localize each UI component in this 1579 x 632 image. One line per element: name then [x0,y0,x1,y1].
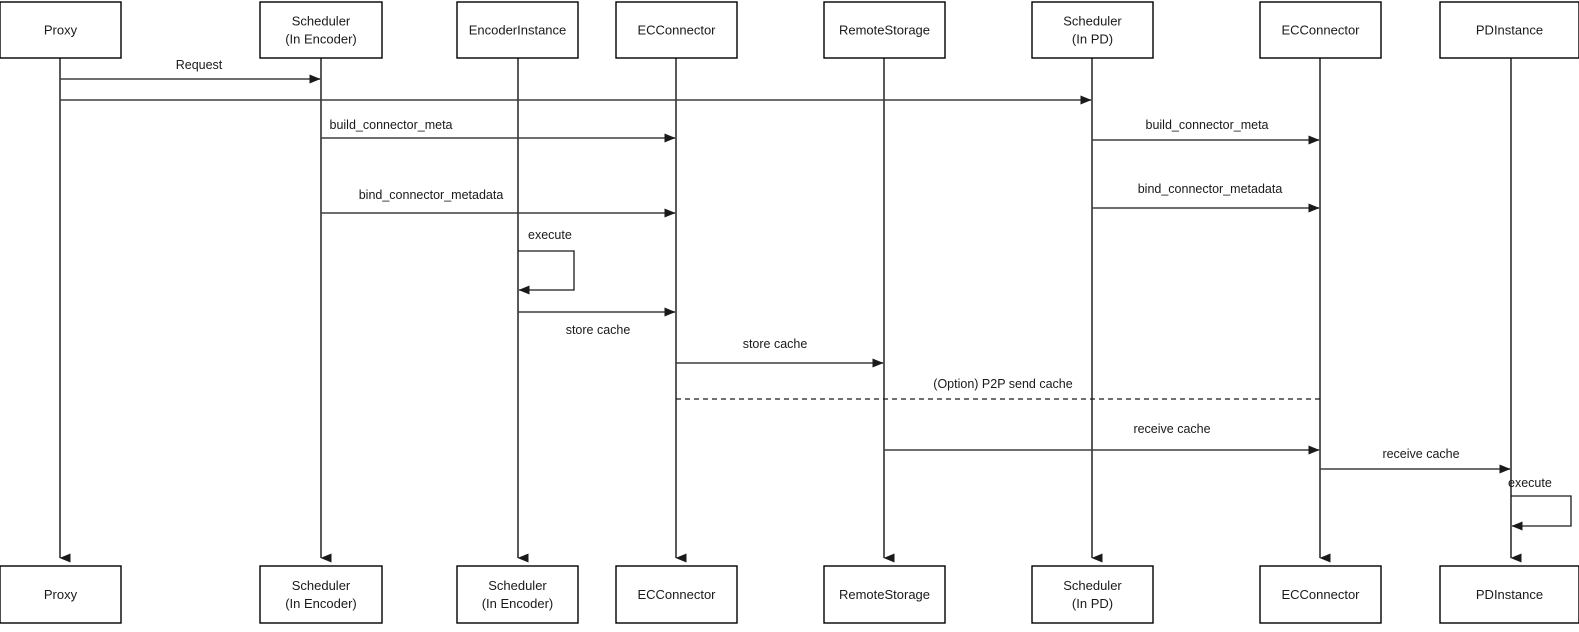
top-participant-label-remote-storage: RemoteStorage [839,22,930,37]
bottom-participant-box-remote-storage[interactable] [823,565,946,624]
bottom-participant-sublabel-scheduler-enc: (In Encoder) [285,596,357,611]
top-participant-label-scheduler-pd: Scheduler [1063,13,1122,28]
top-participant-label-encoder-inst: EncoderInstance [469,22,567,37]
bottom-participant-boxes-group: Proxy Scheduler (In Encoder) Scheduler (In E… [0,565,1579,624]
self-message-s2: execute [1508,476,1572,531]
top-participant-box-encoder-inst[interactable] [456,1,579,59]
message-m6: bind_connector_metadata [1092,182,1320,213]
message-m3: build_connector_meta [321,118,676,143]
message-m10: receive cache [884,422,1320,455]
message-label-m7: store cache [566,323,631,337]
message-label-m5: bind_connector_metadata [359,188,504,202]
bottom-participant-label-ec-connector-2: ECConnector [1281,587,1360,602]
message-label-m11: receive cache [1382,447,1459,461]
top-participant-boxes-group: Proxy Scheduler (In Encoder) EncoderInstanc… [0,1,1579,59]
bottom-participant-remote-storage[interactable]: RemoteStorage [823,565,946,624]
top-participant-encoder-inst[interactable]: EncoderInstance [456,1,579,59]
top-participant-pd-instance[interactable]: PDInstance [1439,1,1579,59]
message-label-m10: receive cache [1133,422,1210,436]
bottom-participant-ec-connector-1[interactable]: ECConnector [615,565,738,624]
message-label-m3: build_connector_meta [330,118,453,132]
top-participant-scheduler-pd[interactable]: Scheduler (In PD) [1031,1,1154,59]
bottom-participant-box-pd-instance[interactable] [1439,565,1579,624]
top-participant-box-scheduler-pd[interactable] [1031,1,1154,59]
message-m1: Request [60,58,321,84]
bottom-participant-label-pd-instance: PDInstance [1476,587,1543,602]
self-message-path-s1 [518,250,575,295]
top-participant-sublabel-scheduler-pd: (In PD) [1072,31,1113,46]
top-participant-ec-connector-2[interactable]: ECConnector [1259,1,1382,59]
lifelines-group [59,58,1522,563]
message-m8: store cache [676,337,884,368]
top-participant-box-pd-instance[interactable] [1439,1,1579,59]
top-participant-label-ec-connector-1: ECConnector [637,22,716,37]
top-participant-box-ec-connector-2[interactable] [1259,1,1382,59]
message-label-m9: (Option) P2P send cache [933,377,1072,391]
self-message-path-s2 [1511,495,1572,531]
self-messages-group: execute execute [518,228,1572,531]
bottom-participant-ec-connector-2[interactable]: ECConnector [1259,565,1382,624]
top-participant-remote-storage[interactable]: RemoteStorage [823,1,946,59]
bottom-participant-sublabel-encoder-inst: (In Encoder) [482,596,554,611]
bottom-participant-label-proxy: Proxy [44,587,78,602]
message-m4: build_connector_meta [1092,118,1320,145]
top-participant-ec-connector-1[interactable]: ECConnector [615,1,738,59]
top-participant-sublabel-scheduler-enc: (In Encoder) [285,31,357,46]
bottom-participant-box-scheduler-enc[interactable] [259,565,383,624]
bottom-participant-label-ec-connector-1: ECConnector [637,587,716,602]
bottom-participant-scheduler-enc[interactable]: Scheduler (In Encoder) [259,565,383,624]
bottom-participant-box-encoder-inst[interactable] [456,565,579,624]
message-m11: receive cache [1320,447,1511,474]
top-participant-label-proxy: Proxy [44,22,78,37]
bottom-participant-encoder-inst[interactable]: Scheduler (In Encoder) [456,565,579,624]
top-participant-label-scheduler-enc: Scheduler [292,13,351,28]
top-participant-box-remote-storage[interactable] [823,1,946,59]
message-label-m4: build_connector_meta [1146,118,1269,132]
bottom-participant-label-scheduler-enc: Scheduler [292,578,351,593]
bottom-participant-label-encoder-inst: Scheduler [488,578,547,593]
self-message-label-s2: execute [1508,476,1552,490]
message-label-m8: store cache [743,337,808,351]
bottom-participant-pd-instance[interactable]: PDInstance [1439,565,1579,624]
bottom-participant-sublabel-scheduler-pd: (In PD) [1072,596,1113,611]
message-m7: store cache [518,307,676,337]
bottom-participant-label-remote-storage: RemoteStorage [839,587,930,602]
bottom-participant-box-ec-connector-2[interactable] [1259,565,1382,624]
top-participant-box-scheduler-enc[interactable] [259,1,383,59]
top-participant-scheduler-enc[interactable]: Scheduler (In Encoder) [259,1,383,59]
bottom-participant-scheduler-pd[interactable]: Scheduler (In PD) [1031,565,1154,624]
message-m5: bind_connector_metadata [321,188,676,218]
message-label-m6: bind_connector_metadata [1138,182,1283,196]
self-message-s1: execute [518,228,575,295]
bottom-participant-proxy[interactable]: Proxy [0,565,122,624]
messages-group: Request build_connector_meta build_connect… [60,58,1511,474]
top-participant-label-pd-instance: PDInstance [1476,22,1543,37]
top-participant-label-ec-connector-2: ECConnector [1281,22,1360,37]
bottom-participant-label-scheduler-pd: Scheduler [1063,578,1122,593]
message-label-m1: Request [176,58,223,72]
bottom-participant-box-scheduler-pd[interactable] [1031,565,1154,624]
top-participant-proxy[interactable]: Proxy [0,1,122,59]
bottom-participant-box-proxy[interactable] [0,565,122,624]
top-participant-box-proxy[interactable] [0,1,122,59]
bottom-participant-box-ec-connector-1[interactable] [615,565,738,624]
top-participant-box-ec-connector-1[interactable] [615,1,738,59]
self-message-label-s1: execute [528,228,572,242]
message-m9: (Option) P2P send cache [676,377,1320,400]
